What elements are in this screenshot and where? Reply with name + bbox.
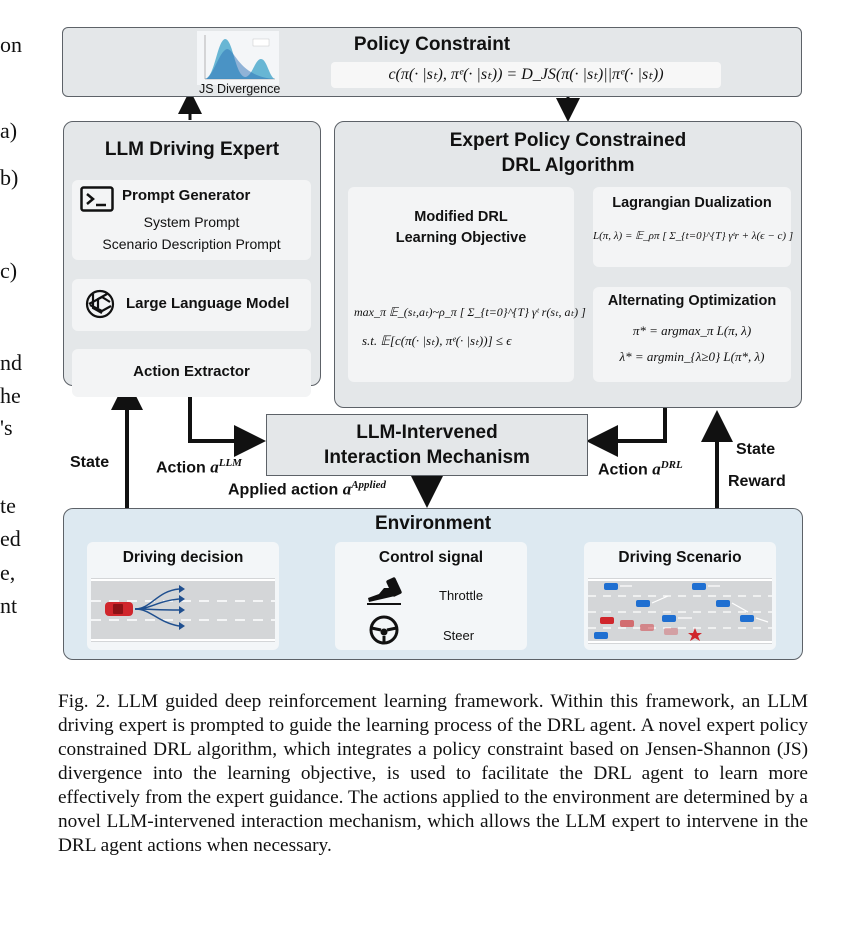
prompt-generator-label: Prompt Generator: [122, 187, 251, 204]
mechanism-line1: LLM-Intervened: [356, 422, 498, 443]
alternating-title: Alternating Optimization: [607, 293, 777, 309]
applied-action-superscript: Applied: [351, 479, 387, 491]
policy-constraint-panel: Policy Constraint c(π(· |sₜ), πᵉ(· |sₜ))…: [62, 27, 802, 97]
driving-decision-panel: Driving decision: [87, 542, 279, 650]
margin-fragment: a): [0, 118, 18, 143]
objective-title-line1: Modified DRL: [414, 209, 508, 225]
environment-title: Environment: [374, 513, 492, 534]
scenario-prompt-label: Scenario Description Prompt: [102, 236, 281, 252]
margin-fragment: nd: [0, 350, 22, 375]
drl-title-line1: Expert Policy Constrained: [449, 130, 687, 151]
llm-knot-icon: [85, 289, 115, 319]
goal-star-icon: [688, 628, 702, 641]
steering-wheel-icon: [369, 615, 399, 645]
terminal-icon: [80, 186, 114, 212]
applied-action-word: Applied action: [228, 481, 339, 499]
driving-decision-road-illustration: [91, 578, 275, 642]
action-llm-word: Action: [156, 459, 206, 477]
environment-panel: Environment Driving decision: [63, 508, 803, 660]
margin-fragment: ed: [0, 526, 21, 551]
driving-decision-label: Driving decision: [122, 549, 244, 566]
action-drl-superscript: DRL: [660, 459, 683, 471]
alternating-formula-2: λ* = argmin_{λ≥0} L(π*, λ): [619, 349, 765, 364]
action-extractor-panel: Action Extractor: [72, 349, 311, 397]
objective-formula-2: s.t. 𝔼[c(π(· |sₜ), πᵉ(· |sₜ))] ≤ ϵ: [362, 333, 512, 348]
state-left-label: State: [70, 454, 110, 471]
red-car-icon: [105, 602, 133, 616]
lagrangian-panel: Lagrangian Dualization L(π, λ) = 𝔼_ρπ [ …: [593, 187, 794, 267]
llm-label: Large Language Model: [126, 295, 290, 312]
reward-label: Reward: [728, 473, 786, 490]
action-drl-word: Action: [598, 461, 648, 479]
alternating-panel: Alternating Optimization π* = argmax_π L…: [593, 287, 791, 382]
margin-fragment: on: [0, 32, 22, 57]
figure-caption: Fig. 2. LLM guided deep reinforcement le…: [58, 691, 808, 856]
objective-panel: Modified DRL Learning Objective max_π 𝔼_…: [348, 187, 586, 382]
red-car-trail: [600, 617, 678, 635]
js-divergence-label: JS Divergence: [199, 82, 281, 96]
driving-scenario-panel: Driving Scenario: [584, 542, 776, 650]
margin-fragment: he: [0, 383, 21, 408]
llm-expert-title: LLM Driving Expert: [104, 139, 280, 160]
prompt-generator-panel: Prompt Generator System Prompt Scenario …: [72, 180, 311, 260]
applied-action-label: Applied action aApplied: [228, 479, 387, 499]
action-llm-superscript: LLM: [218, 457, 242, 469]
policy-constraint-title: Policy Constraint: [353, 34, 511, 55]
driving-scenario-label: Driving Scenario: [618, 549, 742, 566]
action-llm-label: Action aLLM: [156, 457, 242, 477]
mechanism-line2: Interaction Mechanism: [324, 447, 530, 468]
action-extractor-label: Action Extractor: [133, 363, 250, 380]
throttle-pedal-icon: [367, 577, 402, 605]
control-signal-label: Control signal: [378, 549, 484, 566]
driving-scenario-road-illustration: [588, 578, 772, 644]
margin-fragment: c): [0, 258, 18, 283]
blue-car-icons: [594, 583, 754, 639]
alternating-formula-1: π* = argmax_π L(π, λ): [632, 323, 752, 338]
objective-title-line2: Learning Objective: [395, 230, 527, 246]
llm-driving-expert-box: LLM Driving Expert Prompt Generator Syst…: [63, 121, 321, 397]
large-language-model-panel: Large Language Model: [72, 279, 311, 331]
drl-algorithm-box: Expert Policy Constrained DRL Algorithm …: [334, 121, 802, 408]
margin-fragment: te: [0, 493, 16, 518]
margin-fragment: b): [0, 165, 19, 190]
margin-fragment: nt: [0, 593, 18, 618]
lagrangian-title: Lagrangian Dualization: [612, 195, 772, 211]
lagrangian-formula: L(π, λ) = 𝔼_ρπ [ Σ_{t=0}^{T} γᵗr + λ(ϵ −…: [593, 230, 794, 242]
interaction-mechanism-box: LLM-Intervened Interaction Mechanism: [266, 414, 588, 476]
state-right-label: State: [736, 441, 776, 458]
margin-fragment: e,: [0, 560, 16, 585]
objective-formula-1: max_π 𝔼_(sₜ,aₜ)~ρ_π [ Σ_{t=0}^{T} γᵗ r(s…: [354, 305, 586, 319]
control-signal-panel: Control signal Throttle Steer: [335, 542, 527, 650]
js-divergence-plot-icon: [197, 31, 279, 85]
policy-constraint-formula: c(π(· |sₜ), πᵉ(· |sₜ)) = D_JS(π(· |sₜ)||…: [331, 62, 721, 88]
throttle-label: Throttle: [439, 588, 484, 603]
steer-label: Steer: [443, 628, 475, 643]
system-prompt-label: System Prompt: [143, 214, 240, 230]
margin-fragment: 's: [0, 415, 13, 440]
action-drl-label: Action aDRL: [598, 459, 683, 479]
drl-title-line2: DRL Algorithm: [501, 155, 635, 176]
